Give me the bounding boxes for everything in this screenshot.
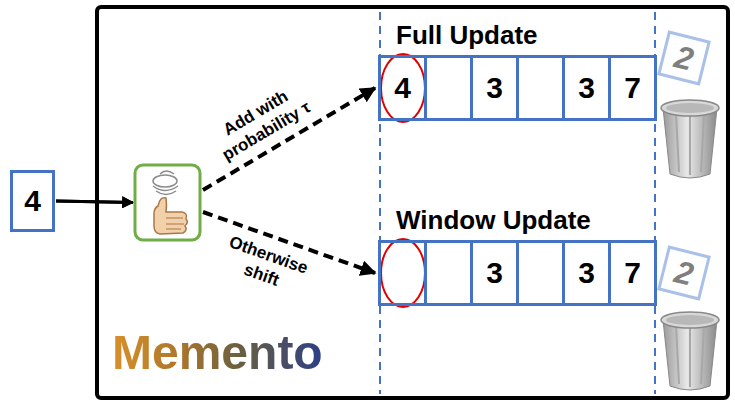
- node-text: 3: [578, 71, 595, 105]
- thumb-hand: [154, 198, 187, 234]
- node-text: 2: [671, 38, 697, 78]
- discarded-item: 2: [657, 30, 711, 85]
- empty-cell: [424, 240, 473, 306]
- trash-can: [661, 312, 719, 328]
- node-text: 3: [578, 256, 595, 290]
- empty-cell: [378, 240, 427, 306]
- coin-swirl: [153, 175, 177, 187]
- trash-can: [661, 100, 719, 178]
- coin-swirl: [153, 171, 178, 195]
- edge-label: Otherwise shift: [203, 225, 328, 304]
- trash-can: [666, 315, 714, 325]
- discarded-item: 2: [657, 245, 711, 300]
- trash-can: [676, 114, 704, 175]
- node-text: 4: [394, 71, 411, 105]
- trash-can: [666, 103, 714, 113]
- empty-cell: [516, 240, 565, 306]
- trash-can: [676, 326, 704, 387]
- highlight-ellipse: [381, 239, 425, 307]
- empty-cell: [424, 55, 473, 121]
- node-text: 7: [624, 71, 641, 105]
- empty-cell: [516, 55, 565, 121]
- array-cell: 4: [378, 55, 427, 121]
- node-text: 3: [486, 256, 503, 290]
- array-panel: 4337Full Update: [378, 20, 658, 121]
- node-text: 2: [671, 253, 697, 293]
- thumb-hand: [154, 198, 187, 234]
- node-text: 7: [624, 256, 641, 290]
- coin-swirl: [160, 171, 174, 174]
- edge-label: Add with probability τ: [200, 74, 323, 170]
- trash-can: [661, 312, 719, 390]
- node-text: Memento: [112, 325, 323, 380]
- node-text: 4: [24, 184, 41, 218]
- icon-box: [135, 165, 200, 240]
- trash-can: [663, 108, 717, 178]
- array-cell: 3: [562, 55, 611, 121]
- node-text: Window Update: [378, 205, 658, 239]
- highlight-ellipse: [381, 54, 425, 122]
- array-cell: 7: [608, 240, 657, 306]
- array-cell: 3: [470, 240, 519, 306]
- input-box: 4: [10, 170, 55, 232]
- array-cell: 7: [608, 55, 657, 121]
- trash-can: [661, 100, 719, 116]
- node-text: Full Update: [378, 20, 658, 54]
- array-panel: 337Window Update: [378, 205, 658, 306]
- array-cell: 3: [562, 240, 611, 306]
- trash-can: [663, 320, 717, 390]
- memento-frame: 4337Full Update2337Window Update2Memento: [95, 5, 730, 400]
- node-text: 3: [486, 71, 503, 105]
- coin-swirl: [156, 191, 176, 195]
- array-cell: 3: [470, 55, 519, 121]
- coin-swirl: [153, 186, 178, 191]
- thumb-hand: [166, 218, 184, 229]
